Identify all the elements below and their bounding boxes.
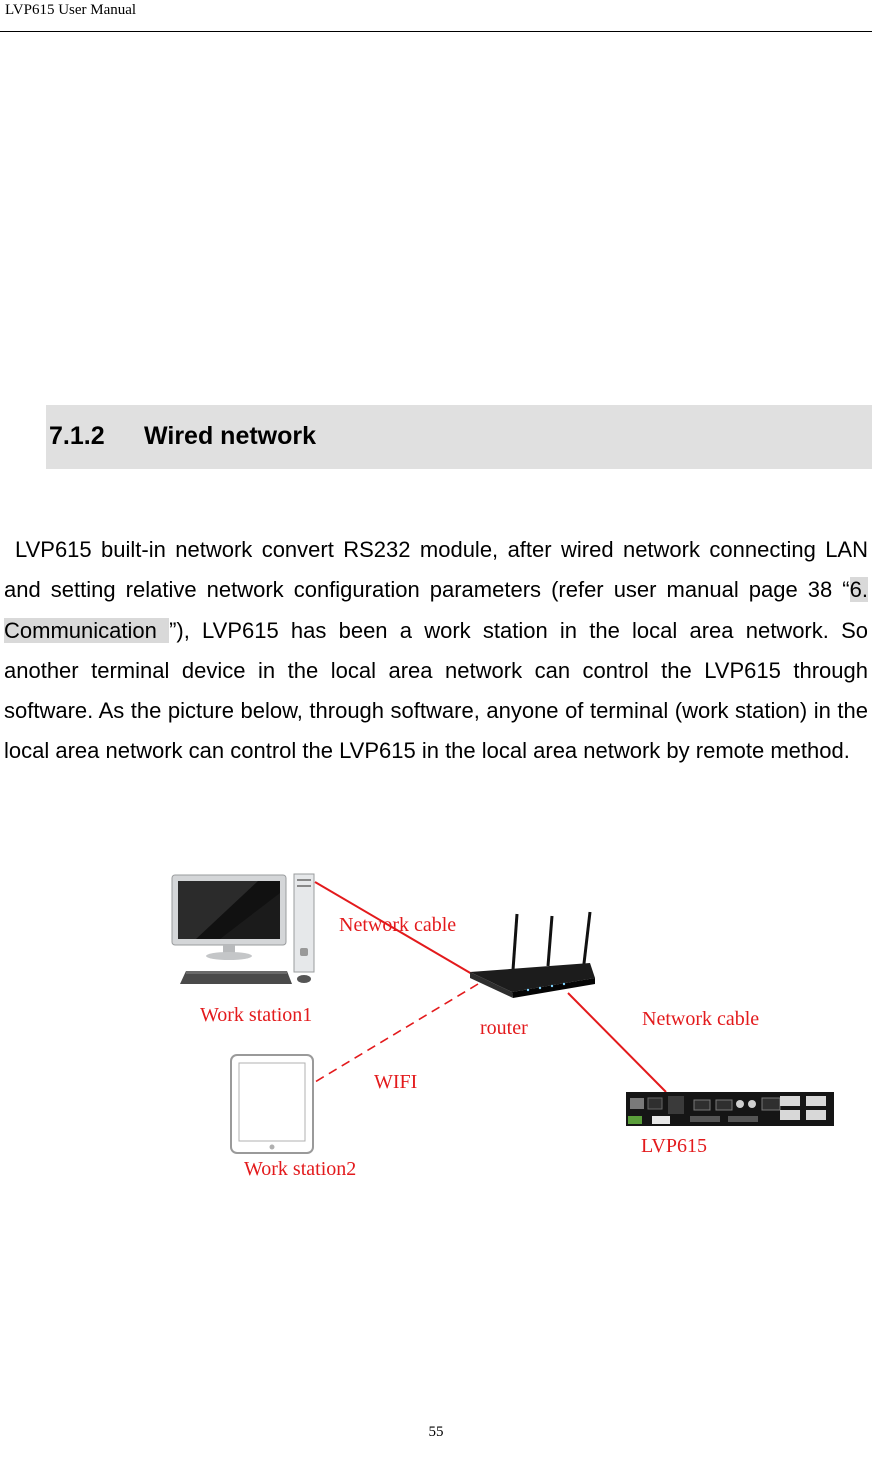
router-icon [470,911,595,998]
network-cable-label-2: Network cable [642,1008,760,1030]
tablet-icon [230,1054,314,1154]
lvp615-device-icon [626,1092,834,1126]
network-cable-line-1 [314,881,473,975]
work-station2-label: Work station2 [244,1158,357,1180]
diagram-graphics [171,873,834,1154]
router-label: router [480,1017,528,1039]
lvp615-label: LVP615 [641,1135,707,1157]
body-text-part2: ”), LVP615 has been a work station in th… [4,617,868,764]
body-paragraph: LVP615 built-in network convert RS232 mo… [4,530,868,772]
desktop-computer-icon [171,873,315,984]
network-diagram: Network cable Network cable Work station… [0,860,872,1190]
header-rule [0,31,872,32]
page-number: 55 [428,1424,444,1440]
section-title: Wired network [144,422,317,450]
wifi-label: WIFI [374,1071,418,1093]
body-text-part1: LVP615 built-in network convert RS232 mo… [4,537,868,603]
work-station1-label: Work station1 [200,1004,313,1026]
network-cable-line-2 [567,992,667,1093]
header-title: LVP615 User Manual [5,2,137,18]
section-heading: 7.1.2 Wired network [46,405,872,469]
network-cable-label-1: Network cable [339,914,457,936]
section-number: 7.1.2 [49,422,105,450]
wifi-link-line [304,983,479,1089]
